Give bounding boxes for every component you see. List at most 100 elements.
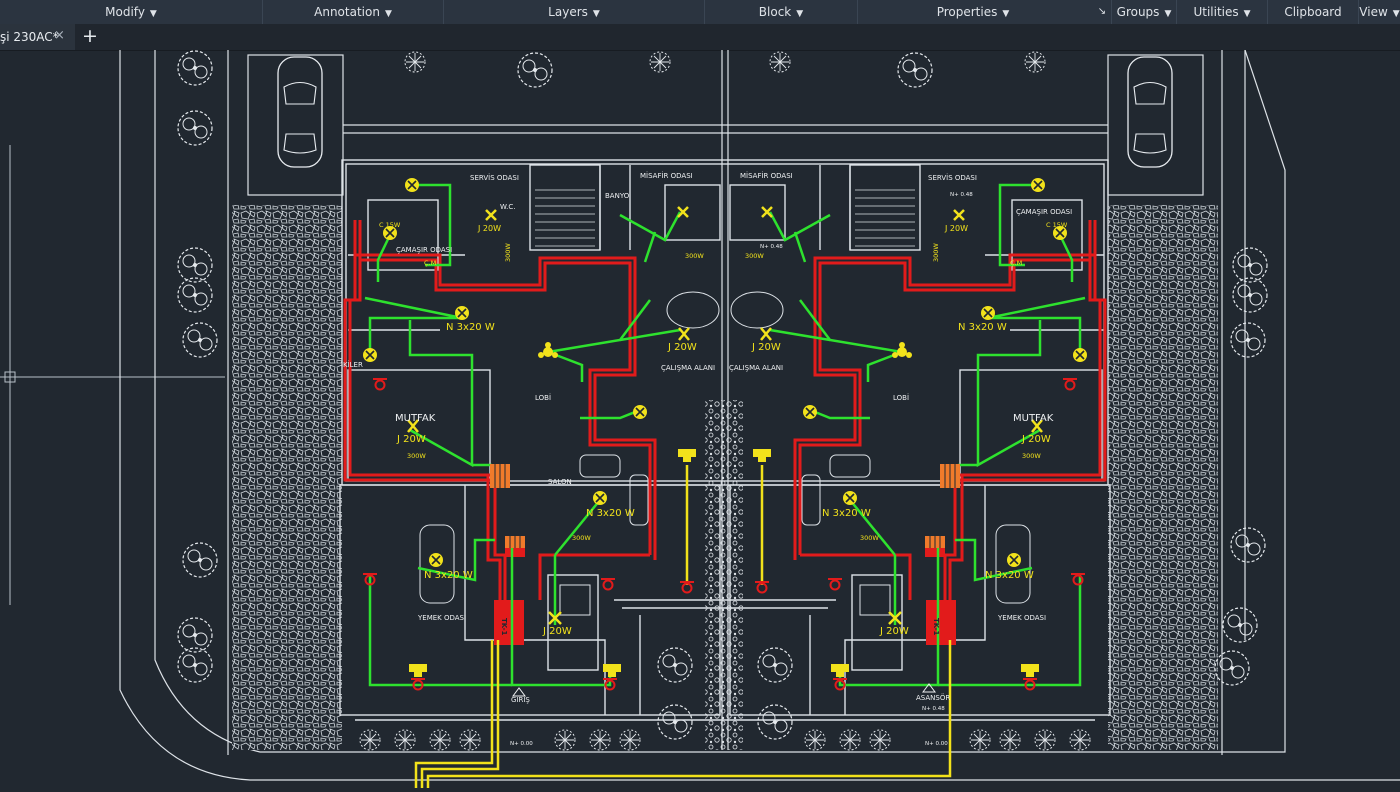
entrance-arrow-icon: [922, 683, 936, 693]
ribbon-panel-label: Properties: [936, 5, 998, 19]
panel-label: TK-1: [500, 618, 508, 635]
fixture-label: N 3x20 W: [424, 570, 473, 581]
ribbon-divider: [262, 0, 263, 24]
panel-label: TK-1: [932, 618, 940, 635]
fixture-label: C 15W: [1046, 221, 1068, 229]
room-label: YEMEK ODASI: [997, 614, 1046, 622]
fixture-label: J 20W: [542, 626, 572, 637]
fixture-label: 300W: [932, 243, 940, 262]
ribbon-divider: [443, 0, 444, 24]
level-label: N+ 0.48: [950, 192, 973, 198]
kitchen-labels: MUTFAK MUTFAK: [395, 413, 1054, 424]
room-label: ÇAMAŞIR ODASI: [396, 246, 452, 254]
fixture-label: Ç.M: [424, 259, 436, 267]
car-left-icon: [277, 56, 323, 168]
chevron-down-icon: ▼: [1243, 9, 1251, 19]
power-circuit-wiring: [343, 220, 1107, 640]
furniture: [419, 291, 1031, 616]
ribbon-panel-annotation[interactable]: Annotation▼: [263, 0, 443, 24]
document-tab-bar: şi 230AC* × +: [0, 24, 1400, 51]
level-label: N+ 0.00: [510, 741, 533, 747]
room-label: MİSAFİR ODASI: [640, 171, 693, 180]
building-walls: [339, 159, 1111, 721]
ribbon-panel-view[interactable]: View ▼: [1359, 0, 1400, 24]
ribbon-panel-label: View: [1359, 5, 1388, 19]
room-label: YEMEK ODASI: [417, 614, 466, 622]
room-label: W.C.: [500, 203, 515, 211]
entrance-arrow-icon: [512, 687, 526, 697]
fixture-label: J 20W: [879, 626, 909, 637]
fixture-label: 300W: [572, 534, 591, 542]
fixture-label: J 20W: [477, 224, 501, 233]
ribbon-panel-modify[interactable]: Modify▼: [0, 0, 262, 24]
room-label: ASANSÖR: [916, 693, 950, 702]
ribbon-panel-properties[interactable]: Properties▼: [858, 0, 1088, 24]
room-label: ÇALIŞMA ALANI: [729, 364, 783, 372]
room-label: GİRİŞ: [511, 695, 530, 704]
fixture-label: N 3x20 W: [985, 570, 1034, 581]
stairs: [535, 189, 915, 247]
fixture-label: J 20W: [667, 342, 697, 353]
ribbon-divider: [704, 0, 705, 24]
ribbon-panel-label: Clipboard: [1284, 5, 1342, 19]
fixture-label: C 15W: [379, 221, 401, 229]
room-labels: SERVİS ODASI MİSAFİR ODASI BANYO MİSAFİR…: [343, 171, 1072, 704]
properties-launcher-icon[interactable]: ↘: [1097, 6, 1107, 17]
drawing-canvas[interactable]: SERVİS ODASI MİSAFİR ODASI BANYO MİSAFİR…: [0, 49, 1400, 790]
car-right-icon: [1127, 56, 1173, 168]
level-label: N+ 0.48: [760, 244, 783, 250]
ribbon-panel-label: Modify: [105, 5, 145, 19]
level-label: N+ 0.00: [925, 741, 948, 747]
chevron-down-icon: ▼: [1392, 9, 1400, 19]
level-label: N+ 0.48: [922, 706, 945, 712]
room-label: MUTFAK: [395, 413, 436, 424]
room-label: MİSAFİR ODASI: [740, 171, 793, 180]
stone-paving-left: [232, 205, 342, 750]
room-label: SERVİS ODASI: [470, 173, 519, 182]
chevron-down-icon: ▼: [592, 9, 600, 19]
gravel-strip: [705, 400, 743, 750]
ribbon-divider: [1358, 0, 1359, 24]
ribbon-divider: [1111, 0, 1112, 24]
room-label: KİLER: [343, 360, 363, 369]
document-tab[interactable]: şi 230AC* ×: [0, 24, 75, 50]
stone-paving-right: [1108, 205, 1218, 750]
ucs-crosshair: [0, 145, 225, 605]
room-label: LOBİ: [893, 393, 909, 402]
fixture-label: J 20W: [751, 342, 781, 353]
ribbon-panel-label: Groups: [1116, 5, 1160, 19]
fixture-label: N 3x20 W: [446, 322, 495, 333]
ribbon-panel-label: Block: [758, 5, 792, 19]
lighting-circuit-wiring: [364, 183, 1086, 687]
panel-labels: TK-1 TK-1: [500, 618, 940, 635]
power-labels: 300W 300W 300W 300W 300W 300W 300W 300W …: [379, 221, 1068, 542]
site-boundary: [119, 49, 1400, 781]
room-label: SERVİS ODASI: [928, 173, 977, 182]
close-icon[interactable]: ×: [54, 28, 65, 43]
chevron-down-icon: ▼: [384, 9, 392, 19]
ribbon-panel-bar: Modify▼ Annotation▼ Layers▼ Block▼ Prope…: [0, 0, 1400, 25]
ribbon-divider: [1176, 0, 1177, 24]
fixture-label: 300W: [1022, 452, 1041, 460]
fixture-label: 300W: [860, 534, 879, 542]
fixture-label: J 20W: [1021, 434, 1051, 445]
room-label: BANYO: [605, 192, 630, 200]
ribbon-divider: [857, 0, 858, 24]
new-tab-button[interactable]: +: [82, 25, 98, 47]
ribbon-panel-groups[interactable]: Groups▼: [1112, 0, 1176, 24]
ribbon-panel-utilities[interactable]: Utilities ▼: [1177, 0, 1267, 24]
fixture-label: J 20W: [396, 434, 426, 445]
fixture-label: 300W: [504, 243, 512, 262]
room-label: LOBİ: [535, 393, 551, 402]
fixture-label: 300W: [407, 452, 426, 460]
fixture-labels: N 3x20 W N 3x20 W N 3x20 W N 3x20 W N 3x…: [396, 224, 1051, 637]
fixture-label: J 20W: [944, 224, 968, 233]
ribbon-panel-clipboard[interactable]: Clipboard: [1268, 0, 1358, 24]
ribbon-panel-layers[interactable]: Layers▼: [444, 0, 704, 24]
ribbon-panel-label: Utilities: [1193, 5, 1239, 19]
ribbon-panel-block[interactable]: Block▼: [705, 0, 857, 24]
room-label: SALON: [548, 478, 572, 486]
ribbon-divider: [1267, 0, 1268, 24]
fixture-label: N 3x20 W: [822, 508, 871, 519]
main-feeder-wiring: [414, 465, 952, 790]
